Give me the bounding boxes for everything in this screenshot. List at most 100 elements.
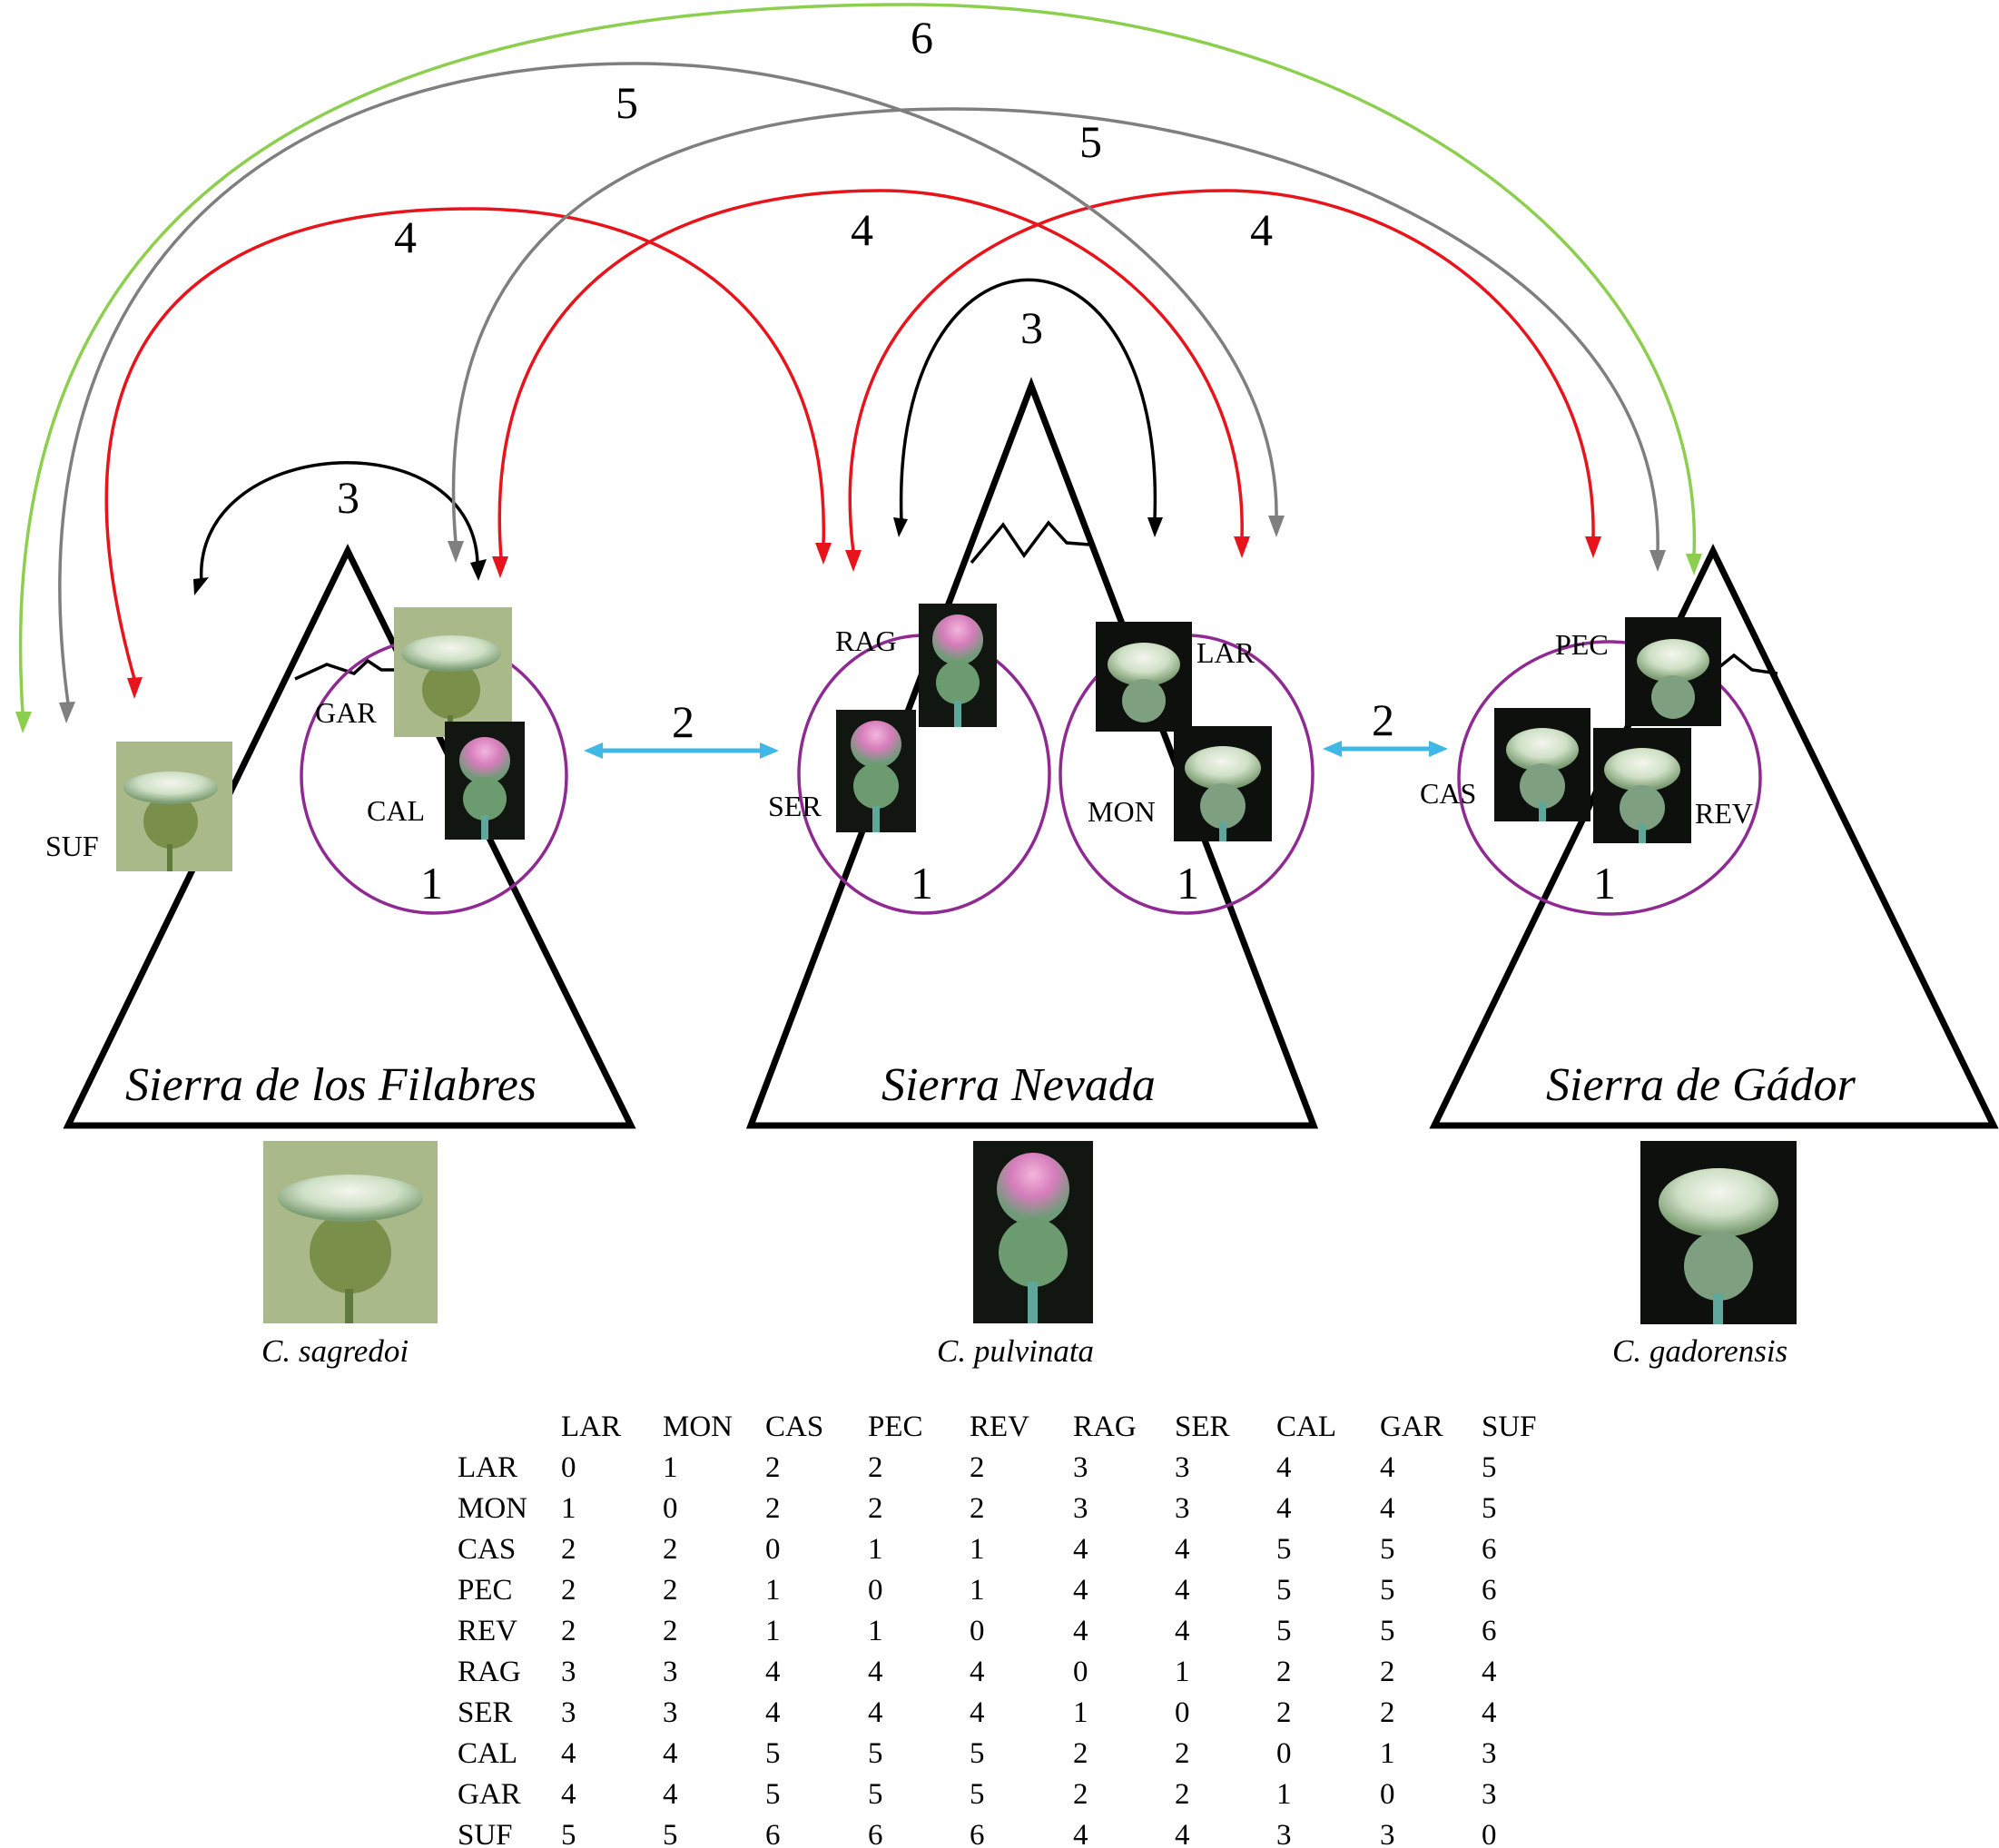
table-cell: 2 (1073, 1778, 1088, 1811)
arrow-label-3: 3 (1020, 302, 1043, 353)
table-cell: 2 (1276, 1696, 1292, 1729)
arrow-level-6-suf-rev (15, 3, 1702, 733)
table-cell: 3 (663, 1696, 678, 1729)
table-cell: 6 (765, 1819, 781, 1848)
cluster-ellipse-gador (1457, 640, 1762, 916)
table-cell: 0 (1073, 1656, 1088, 1688)
table-cell: 5 (970, 1737, 985, 1770)
table-cell: 4 (1175, 1819, 1190, 1848)
table-cell: 4 (1073, 1533, 1088, 1566)
arrow-label-4: 4 (1250, 204, 1273, 255)
snowline-filabres (294, 658, 399, 681)
photo-ser (836, 710, 916, 832)
table-row-header: MON (458, 1492, 527, 1525)
table-cell: 1 (1276, 1778, 1292, 1811)
mountain-name-nevada: Sierra Nevada (881, 1059, 1156, 1111)
arrow-level-3-nevada (893, 278, 1163, 537)
table-cell: 3 (1175, 1492, 1190, 1525)
arrow-label-2: 2 (1372, 694, 1394, 745)
table-cell: 2 (561, 1533, 576, 1566)
table-cell: 3 (561, 1696, 576, 1729)
photo-c-gadorensis (1640, 1141, 1797, 1324)
photo-c-pulvinata (973, 1141, 1093, 1323)
table-cell: 3 (1175, 1451, 1190, 1484)
table-cell: 3 (1482, 1778, 1497, 1811)
table-cell: 1 (561, 1492, 576, 1525)
table-cell: 6 (1482, 1615, 1497, 1647)
photo-suf (116, 742, 232, 871)
photo-cas (1494, 708, 1590, 821)
table-cell: 3 (561, 1656, 576, 1688)
table-row-header: LAR (458, 1451, 517, 1484)
table-cell: 0 (868, 1574, 883, 1607)
table-row-header: GAR (458, 1778, 521, 1811)
table-cell: 4 (1175, 1533, 1190, 1566)
mountain-name-filabres: Sierra de los Filabres (125, 1059, 537, 1111)
table-cell: 5 (1380, 1574, 1395, 1607)
table-column-header: CAL (1276, 1411, 1336, 1443)
table-cell: 4 (970, 1696, 985, 1729)
table-cell: 4 (561, 1778, 576, 1811)
photo-lar (1096, 622, 1192, 732)
table-cell: 2 (561, 1615, 576, 1647)
pop-label-ser: SER (768, 790, 822, 822)
table-row-header: PEC (458, 1574, 513, 1607)
table-cell: 2 (1073, 1737, 1088, 1770)
arrow-label-2: 2 (672, 696, 694, 747)
table-cell: 5 (765, 1778, 781, 1811)
table-column-header: SUF (1482, 1411, 1537, 1443)
snowline-gador (1714, 653, 1778, 675)
table-cell: 1 (1175, 1656, 1190, 1688)
cluster-label-1: 1 (1177, 858, 1199, 909)
table-cell: 3 (663, 1656, 678, 1688)
table-cell: 0 (1380, 1778, 1395, 1811)
table-cell: 5 (868, 1737, 883, 1770)
table-cell: 2 (663, 1574, 678, 1607)
table-cell: 2 (868, 1451, 883, 1484)
table-cell: 4 (1175, 1574, 1190, 1607)
table-row-header: REV (458, 1615, 517, 1647)
table-cell: 0 (765, 1533, 781, 1566)
table-cell: 2 (765, 1492, 781, 1525)
arrow-level-4-suf-rag (104, 207, 832, 699)
table-cell: 4 (1276, 1451, 1292, 1484)
table-cell: 1 (765, 1615, 781, 1647)
table-cell: 4 (1380, 1492, 1395, 1525)
table-column-header: LAR (561, 1411, 621, 1443)
table-cell: 1 (868, 1533, 883, 1566)
mountain-gador-shape (1429, 544, 1999, 1129)
table-cell: 4 (1482, 1696, 1497, 1729)
table-cell: 5 (1276, 1574, 1292, 1607)
table-cell: 4 (1073, 1819, 1088, 1848)
table-cell: 0 (663, 1492, 678, 1525)
table-cell: 2 (970, 1492, 985, 1525)
arrow-level-5-gar-pec (448, 107, 1666, 572)
table-column-header: MON (663, 1411, 733, 1443)
table-cell: 2 (1380, 1656, 1395, 1688)
pop-label-suf: SUF (45, 830, 99, 862)
arrow-level-3-filabres (193, 461, 487, 595)
table-cell: 0 (561, 1451, 576, 1484)
table-cell: 0 (1482, 1819, 1497, 1848)
species-name-sagredoi: C. sagredoi (261, 1333, 409, 1369)
arrow-label-5: 5 (615, 77, 638, 128)
table-cell: 1 (765, 1574, 781, 1607)
table-cell: 1 (868, 1615, 883, 1647)
table-cell: 6 (868, 1819, 883, 1848)
table-cell: 5 (561, 1819, 576, 1848)
table-cell: 0 (1276, 1737, 1292, 1770)
table-cell: 5 (1276, 1533, 1292, 1566)
table-row-header: SUF (458, 1819, 513, 1848)
arrow-label-4: 4 (851, 204, 873, 255)
photo-rev (1593, 728, 1691, 843)
table-cell: 5 (1276, 1615, 1292, 1647)
table-row-header: CAL (458, 1737, 517, 1770)
table-cell: 1 (1073, 1696, 1088, 1729)
table-cell: 4 (1380, 1451, 1395, 1484)
table-cell: 4 (1073, 1615, 1088, 1647)
table-cell: 4 (1175, 1615, 1190, 1647)
table-cell: 6 (1482, 1574, 1497, 1607)
mountain-name-gador: Sierra de Gádor (1546, 1059, 1856, 1111)
table-row-header: SER (458, 1696, 513, 1729)
